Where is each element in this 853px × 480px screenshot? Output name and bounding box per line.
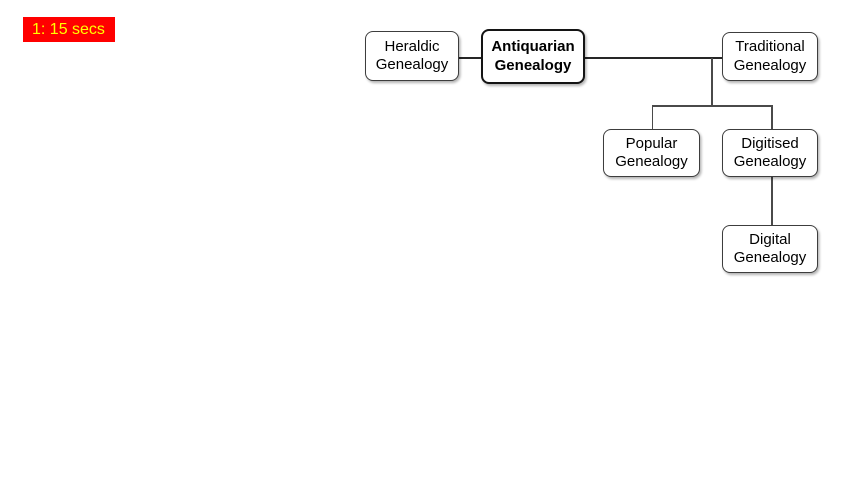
connector-drop-digitised: [771, 105, 773, 131]
connector-branch-bar: [651, 105, 773, 107]
node-antiquarian-genealogy: Antiquarian Genealogy: [481, 29, 585, 84]
connector-stem-down: [711, 58, 713, 106]
connector-antiquarian-traditional: [583, 56, 724, 59]
connector-drop-popular: [651, 105, 653, 131]
node-digitised-genealogy: Digitised Genealogy: [722, 129, 818, 177]
connector-digitised-digital: [771, 176, 773, 226]
connector-heraldic-antiquarian: [457, 56, 484, 59]
node-heraldic-genealogy: Heraldic Genealogy: [365, 31, 459, 81]
node-traditional-genealogy: Traditional Genealogy: [722, 32, 818, 81]
node-digital-genealogy: Digital Genealogy: [722, 225, 818, 273]
timer-badge: 1: 15 secs: [23, 17, 115, 42]
node-popular-genealogy: Popular Genealogy: [603, 129, 700, 177]
